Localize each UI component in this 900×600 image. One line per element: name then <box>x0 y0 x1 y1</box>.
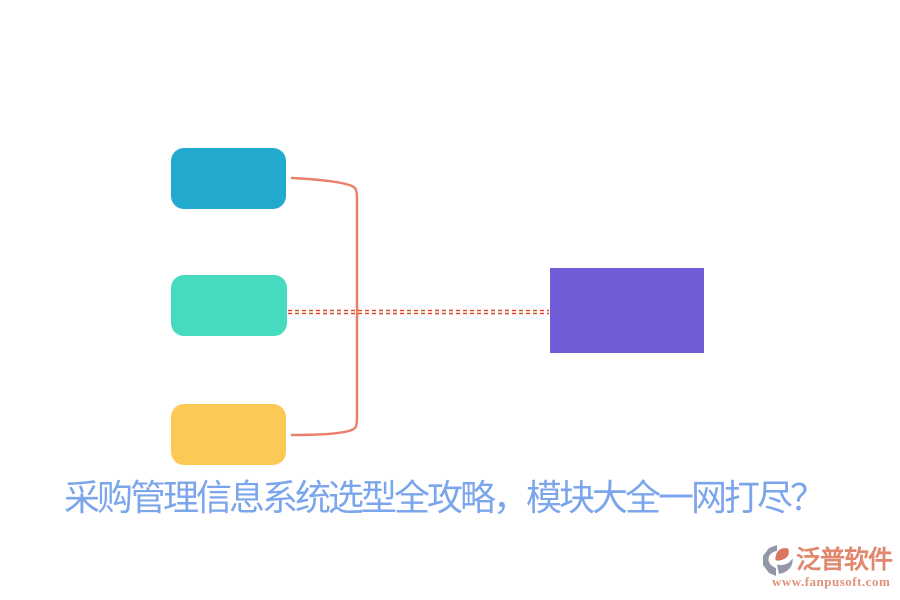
brand-watermark: 泛普软件 www.fanpusoft.com <box>762 545 897 590</box>
brand-website: www.fanpusoft.com <box>772 574 891 589</box>
fanpu-logo-icon <box>763 545 793 576</box>
bracket-connector <box>290 176 359 437</box>
target-box <box>550 268 704 353</box>
brand-name: 泛普软件 <box>796 547 893 574</box>
module-box-top <box>171 148 286 209</box>
headline-title: 采购管理信息系统选型全攻略，模块大全一网打尽？ <box>64 478 826 518</box>
module-box-middle <box>171 275 287 336</box>
module-box-bottom <box>171 404 286 465</box>
